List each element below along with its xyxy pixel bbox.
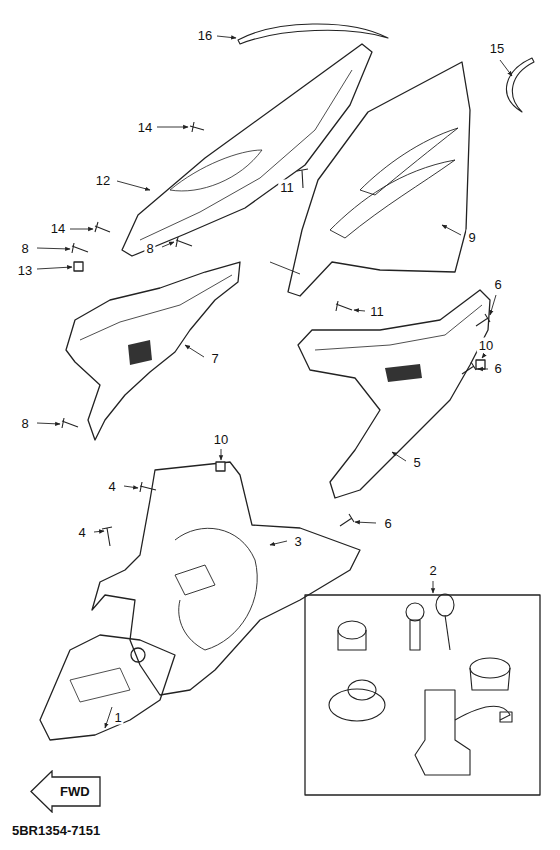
callout-number: 13 (16, 263, 34, 278)
callout-number: 12 (94, 173, 112, 188)
lower-side-panel (66, 262, 240, 440)
cover-hole (131, 648, 145, 662)
panel-edge (315, 305, 482, 350)
panel-emblem (128, 340, 152, 365)
callout-number: 7 (209, 351, 220, 366)
side-panel-swoosh (330, 160, 455, 238)
callout-number: 9 (466, 230, 477, 245)
callout-number: 14 (136, 120, 154, 135)
callout-number: 16 (196, 28, 214, 43)
side-panel-swoosh (360, 128, 458, 195)
callout-number: 4 (76, 525, 87, 540)
arrow-shape (31, 771, 100, 812)
lock-set (329, 594, 512, 775)
callout-number: 10 (212, 432, 230, 447)
callout-number: 3 (292, 534, 303, 549)
lock-set-box (305, 595, 540, 795)
screw (62, 122, 490, 546)
side-panel-edge (270, 262, 300, 274)
leg-shield-box (175, 565, 215, 595)
callout-number: 8 (19, 241, 30, 256)
direction-arrow: FWD (30, 770, 102, 813)
side-panel (288, 62, 470, 296)
leader-line (37, 36, 512, 728)
lower-side-panel (298, 290, 490, 498)
callout-number: 6 (492, 277, 503, 292)
decal-stripe (238, 24, 388, 44)
front-cover (40, 635, 175, 740)
leg-shield (92, 462, 360, 695)
callout-number: 11 (278, 180, 296, 195)
arrow-text: FWD (60, 784, 90, 799)
leg-shield-inner (175, 528, 257, 650)
side-cover-cut (170, 150, 262, 191)
callout-number: 6 (492, 361, 503, 376)
decal-stripe (506, 58, 534, 112)
callout-number: 6 (382, 516, 393, 531)
callout-number: 2 (427, 563, 438, 578)
part-code: 5BR1354-7151 (10, 823, 102, 838)
callout-number: 8 (19, 416, 30, 431)
callout-number: 5 (411, 455, 422, 470)
callout-number: 4 (106, 479, 117, 494)
side-cover (122, 44, 372, 256)
panel-edge (80, 275, 232, 340)
panel-emblem (385, 364, 422, 382)
callout-number: 10 (477, 338, 495, 353)
callout-number: 1 (112, 710, 123, 725)
nut (74, 262, 485, 471)
cover-grid (70, 668, 130, 702)
side-cover-edge (140, 70, 352, 240)
callout-number: 14 (49, 221, 67, 236)
callout-number: 15 (488, 41, 506, 56)
callout-number: 8 (144, 241, 155, 256)
callout-number: 11 (368, 304, 386, 319)
